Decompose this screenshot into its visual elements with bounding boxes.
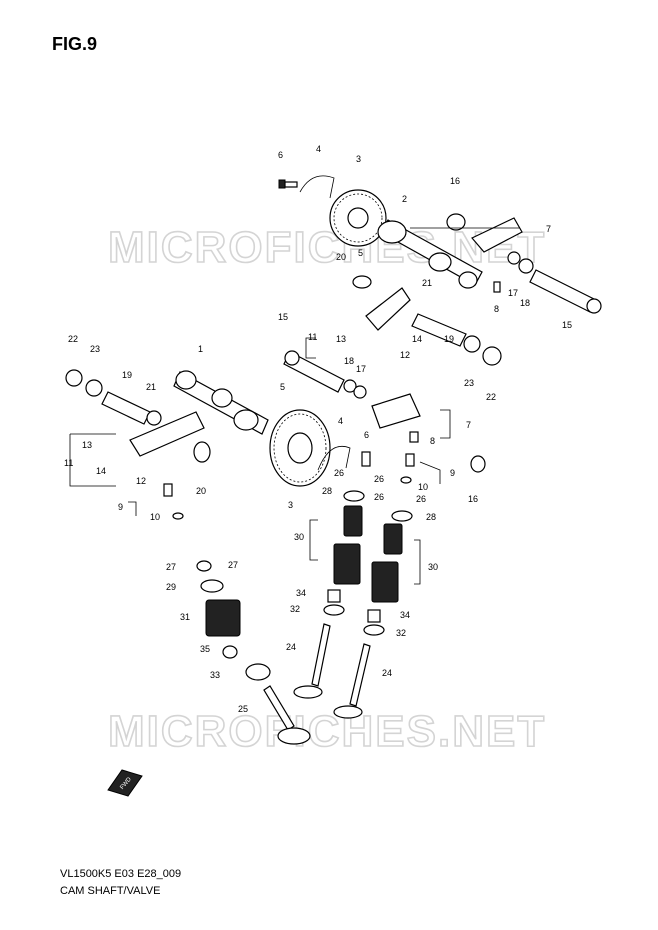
callout: 26 (334, 468, 344, 478)
callout: 26 (416, 494, 426, 504)
callout: 13 (82, 440, 92, 450)
callout: 5 (280, 382, 285, 392)
callout: 8 (494, 304, 499, 314)
callout: 16 (468, 494, 478, 504)
callout: 19 (122, 370, 132, 380)
callout: 6 (364, 430, 369, 440)
callout: 27 (228, 560, 238, 570)
callout: 22 (486, 392, 496, 402)
callout: 31 (180, 612, 190, 622)
callout: 10 (418, 482, 428, 492)
callout: 30 (294, 532, 304, 542)
watermark-top: MICROFICHES.NET (108, 223, 546, 272)
callout: 3 (288, 500, 293, 510)
callout: 5 (358, 248, 363, 258)
callout: 6 (278, 150, 283, 160)
callout: 14 (96, 466, 106, 476)
callout: 21 (422, 278, 432, 288)
callout: 7 (466, 420, 471, 430)
callout: 28 (322, 486, 332, 496)
callout: 32 (290, 604, 300, 614)
callout: 15 (278, 312, 288, 322)
callout: 3 (356, 154, 361, 164)
callout: 29 (166, 582, 176, 592)
callout: 16 (450, 176, 460, 186)
callout: 21 (146, 382, 156, 392)
watermark-bottom: MICROFICHES.NET (108, 707, 546, 756)
callout-labels: 6 4 3 16 2 7 5 20 17 18 8 15 21 11 13 14… (64, 144, 572, 714)
callout: 32 (396, 628, 406, 638)
callout: 33 (210, 670, 220, 680)
callout: 17 (356, 364, 366, 374)
callout: 17 (508, 288, 518, 298)
callout: 23 (90, 344, 100, 354)
callout: 35 (200, 644, 210, 654)
callout: 34 (400, 610, 410, 620)
callout: 20 (196, 486, 206, 496)
callout: 18 (344, 356, 354, 366)
callout: 25 (238, 704, 248, 714)
callout: 30 (428, 562, 438, 572)
callout: 12 (400, 350, 410, 360)
callout: 11 (64, 458, 73, 468)
callout: 15 (562, 320, 572, 330)
callout: 23 (464, 378, 474, 388)
callout: 24 (286, 642, 296, 652)
callout: 1 (198, 344, 203, 354)
callout: 4 (338, 416, 343, 426)
cam-sprocket-lower (269, 409, 331, 487)
callout: 13 (336, 334, 346, 344)
callout: 7 (546, 224, 551, 234)
footer-model-code: VL1500K5 E03 E28_009 (60, 868, 182, 880)
callout: 18 (520, 298, 530, 308)
fwd-arrow: FWD (107, 769, 143, 797)
callout: 27 (166, 562, 176, 572)
callout: 19 (444, 334, 454, 344)
callout: 26 (374, 474, 384, 484)
valve-springs-30 (333, 505, 403, 603)
callout: 34 (296, 588, 306, 598)
callout: 10 (150, 512, 160, 522)
callout: 20 (336, 252, 346, 262)
parts-artwork: FWD (65, 175, 602, 797)
callout: 26 (374, 492, 384, 502)
bolt-upper (278, 179, 298, 189)
callout: 14 (412, 334, 422, 344)
cam-sprocket-upper (329, 189, 387, 247)
callout: 12 (136, 476, 146, 486)
callout: 22 (68, 334, 78, 344)
camshaft-lower (173, 370, 269, 435)
footer-section-name: CAM SHAFT/VALVE (60, 885, 161, 897)
figure-title: FIG.9 (52, 34, 98, 54)
callout: 8 (430, 436, 435, 446)
camshaft-upper (377, 219, 483, 289)
callout: 24 (382, 668, 392, 678)
callout: 4 (316, 144, 321, 154)
callout: 9 (450, 468, 455, 478)
callout: 9 (118, 502, 123, 512)
callout: 2 (402, 194, 407, 204)
callout: 11 (308, 332, 317, 342)
callout: 28 (426, 512, 436, 522)
